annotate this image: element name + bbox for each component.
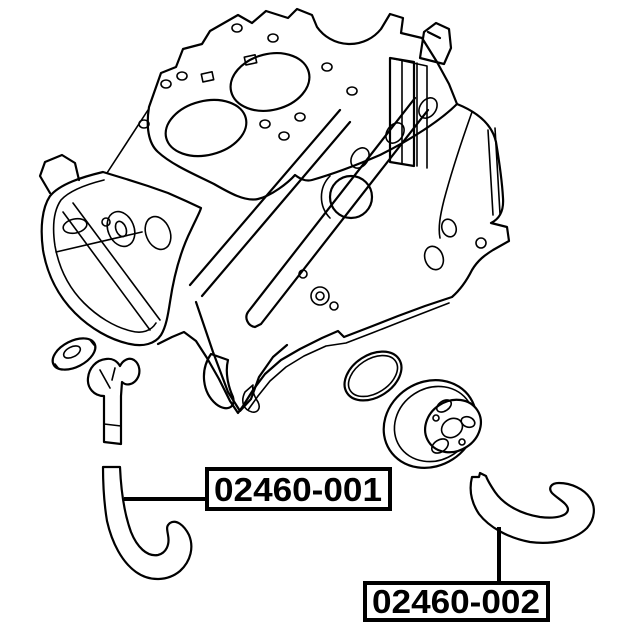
label-02460-002: 02460-002 <box>372 583 540 620</box>
oval-gasket <box>51 337 97 371</box>
head-bolt-bosses <box>350 97 487 271</box>
deck-holes <box>138 23 358 141</box>
hose-02460-001 <box>101 465 193 581</box>
cover-lug <box>38 153 81 195</box>
pump-boss <box>298 269 339 311</box>
damper-pulley <box>382 379 482 469</box>
o-ring <box>343 350 403 402</box>
label-02460-001: 02460-001 <box>214 471 382 508</box>
hose-02460-002 <box>469 471 595 544</box>
cover-small-pad <box>62 217 88 235</box>
cover-to-deck-line <box>106 109 149 174</box>
timing-cover <box>38 109 203 347</box>
engine-block <box>38 7 511 415</box>
block-right-edge-lines <box>487 127 501 216</box>
deck-face-outline <box>146 7 459 201</box>
cylinder-bore-1 <box>229 52 311 112</box>
block-right-profile <box>156 102 511 415</box>
bottom-bracket <box>194 300 289 413</box>
label-box-02460-002: 02460-002 <box>363 581 550 622</box>
chain-channels <box>188 96 430 329</box>
dipstick-bracket <box>86 357 141 446</box>
block-bottom-edge-inner <box>247 302 450 411</box>
block-right-panel <box>438 111 473 239</box>
cylinder-bore-2 <box>164 98 248 158</box>
label-box-02460-001: 02460-001 <box>205 467 392 511</box>
upper-right-bracket <box>418 21 453 66</box>
center-boss <box>320 174 374 220</box>
